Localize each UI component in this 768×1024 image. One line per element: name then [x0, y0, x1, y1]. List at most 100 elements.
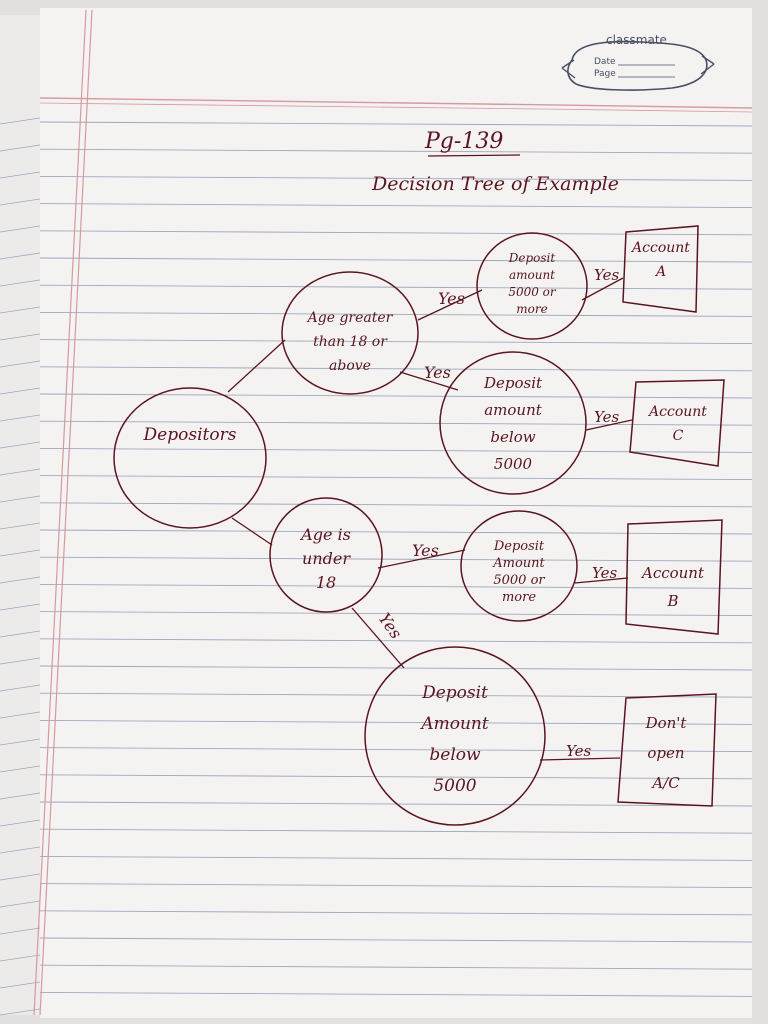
label-line: Deposit [508, 251, 556, 265]
previous-page-line [0, 819, 41, 827]
margin-line-left [33, 9, 87, 1016]
label-line: Deposit [483, 374, 543, 392]
ruled-line [39, 747, 753, 753]
ruled-line [39, 583, 753, 589]
label-line: 5000 [494, 455, 533, 473]
ruled-line [39, 828, 753, 834]
yes-label-adult-high: Yes [438, 289, 465, 308]
ruled-line [39, 311, 753, 317]
paper-sheet [40, 8, 752, 1018]
ruled-line [39, 719, 753, 725]
previous-page-line [0, 144, 41, 152]
label-line: open [647, 744, 684, 762]
ruled-line [39, 556, 753, 562]
ruled-line [39, 529, 753, 535]
label-line: Depositors [143, 425, 237, 445]
margin-line-right [39, 9, 93, 1016]
node-adult-deposit-high [476, 232, 588, 340]
ruled-line [39, 121, 753, 127]
previous-page-line [0, 765, 41, 773]
yes-labels: Yes Yes Yes Yes Yes Yes Yes Yes [375, 266, 620, 760]
previous-page-line [0, 333, 41, 341]
label-line: under [302, 549, 351, 568]
ruled-line [39, 393, 753, 399]
yes-label-account-a: Yes [594, 266, 619, 284]
box-account-b [625, 519, 723, 635]
previous-page-line [0, 711, 41, 719]
ruled-line [39, 339, 753, 345]
label-line: Amount [419, 714, 489, 734]
label-line: than 18 or [313, 334, 388, 350]
node-depositors [113, 387, 267, 529]
edge-root-adult [227, 339, 286, 393]
label-line: 5000 or [493, 573, 545, 588]
yes-label-no-account: Yes [566, 742, 591, 760]
previous-page-line [0, 549, 41, 557]
previous-page-line [0, 441, 41, 449]
previous-page-line [0, 171, 41, 179]
box-account-c [629, 379, 725, 467]
label-line: 5000 [433, 776, 476, 796]
previous-page-line [0, 468, 41, 476]
page-label: Page [594, 69, 616, 79]
ruled-line [39, 991, 753, 997]
previous-page-line [0, 495, 41, 503]
node-adult-deposit-low [439, 351, 587, 495]
label-age-adult: Age greater than 18 or above [306, 310, 394, 374]
previous-page-edge [0, 15, 42, 1015]
ruled-line [39, 230, 753, 236]
label-line: A/C [650, 774, 680, 792]
ruled-line [39, 611, 753, 617]
previous-page-line [0, 792, 41, 800]
previous-page-line [0, 198, 41, 206]
node-minor-deposit-high [460, 510, 578, 622]
label-line: 18 [316, 573, 336, 592]
ruled-line [39, 964, 753, 970]
previous-page-line [0, 927, 41, 935]
edge-to-account-a [581, 277, 624, 301]
ruled-line [39, 175, 753, 181]
edge-adult-low [399, 371, 459, 391]
ruled-line [39, 937, 753, 943]
previous-page-line [0, 576, 41, 584]
header-line-2 [39, 102, 753, 113]
label-line: Age is [299, 525, 351, 544]
ruled-line [39, 203, 753, 209]
previous-page-line [0, 522, 41, 530]
classmate-logo: classmate Date Page [561, 33, 715, 91]
ruled-line [39, 366, 753, 372]
label-line: amount [484, 401, 543, 419]
previous-page-line [0, 630, 41, 638]
previous-page-line [0, 279, 41, 287]
page-reference: Pg-139 [424, 129, 503, 154]
edge-adult-high [417, 289, 483, 321]
previous-page-line [0, 360, 41, 368]
label-line: below [429, 745, 481, 765]
label-line: Account [640, 564, 705, 582]
ruled-line [39, 883, 753, 889]
previous-page-line [0, 900, 41, 908]
label-line: Amount [492, 556, 545, 571]
diagram-title: Decision Tree of Example [371, 173, 619, 195]
ruled-line [39, 774, 753, 780]
label-line: above [329, 358, 371, 374]
yes-label-minor-high: Yes [412, 541, 439, 560]
previous-page-line [0, 954, 41, 962]
box-no-account [617, 693, 717, 807]
label-line: Deposit [421, 683, 488, 703]
header-line [39, 97, 753, 109]
edge-minor-low [351, 607, 405, 669]
label-line: Deposit [493, 539, 545, 554]
previous-page-line [0, 846, 41, 854]
label-root: Depositors [143, 425, 237, 445]
ruled-line [39, 855, 753, 861]
label-line: Age greater [306, 310, 394, 326]
previous-page-line [0, 603, 41, 611]
brand-name: classmate [606, 33, 667, 47]
